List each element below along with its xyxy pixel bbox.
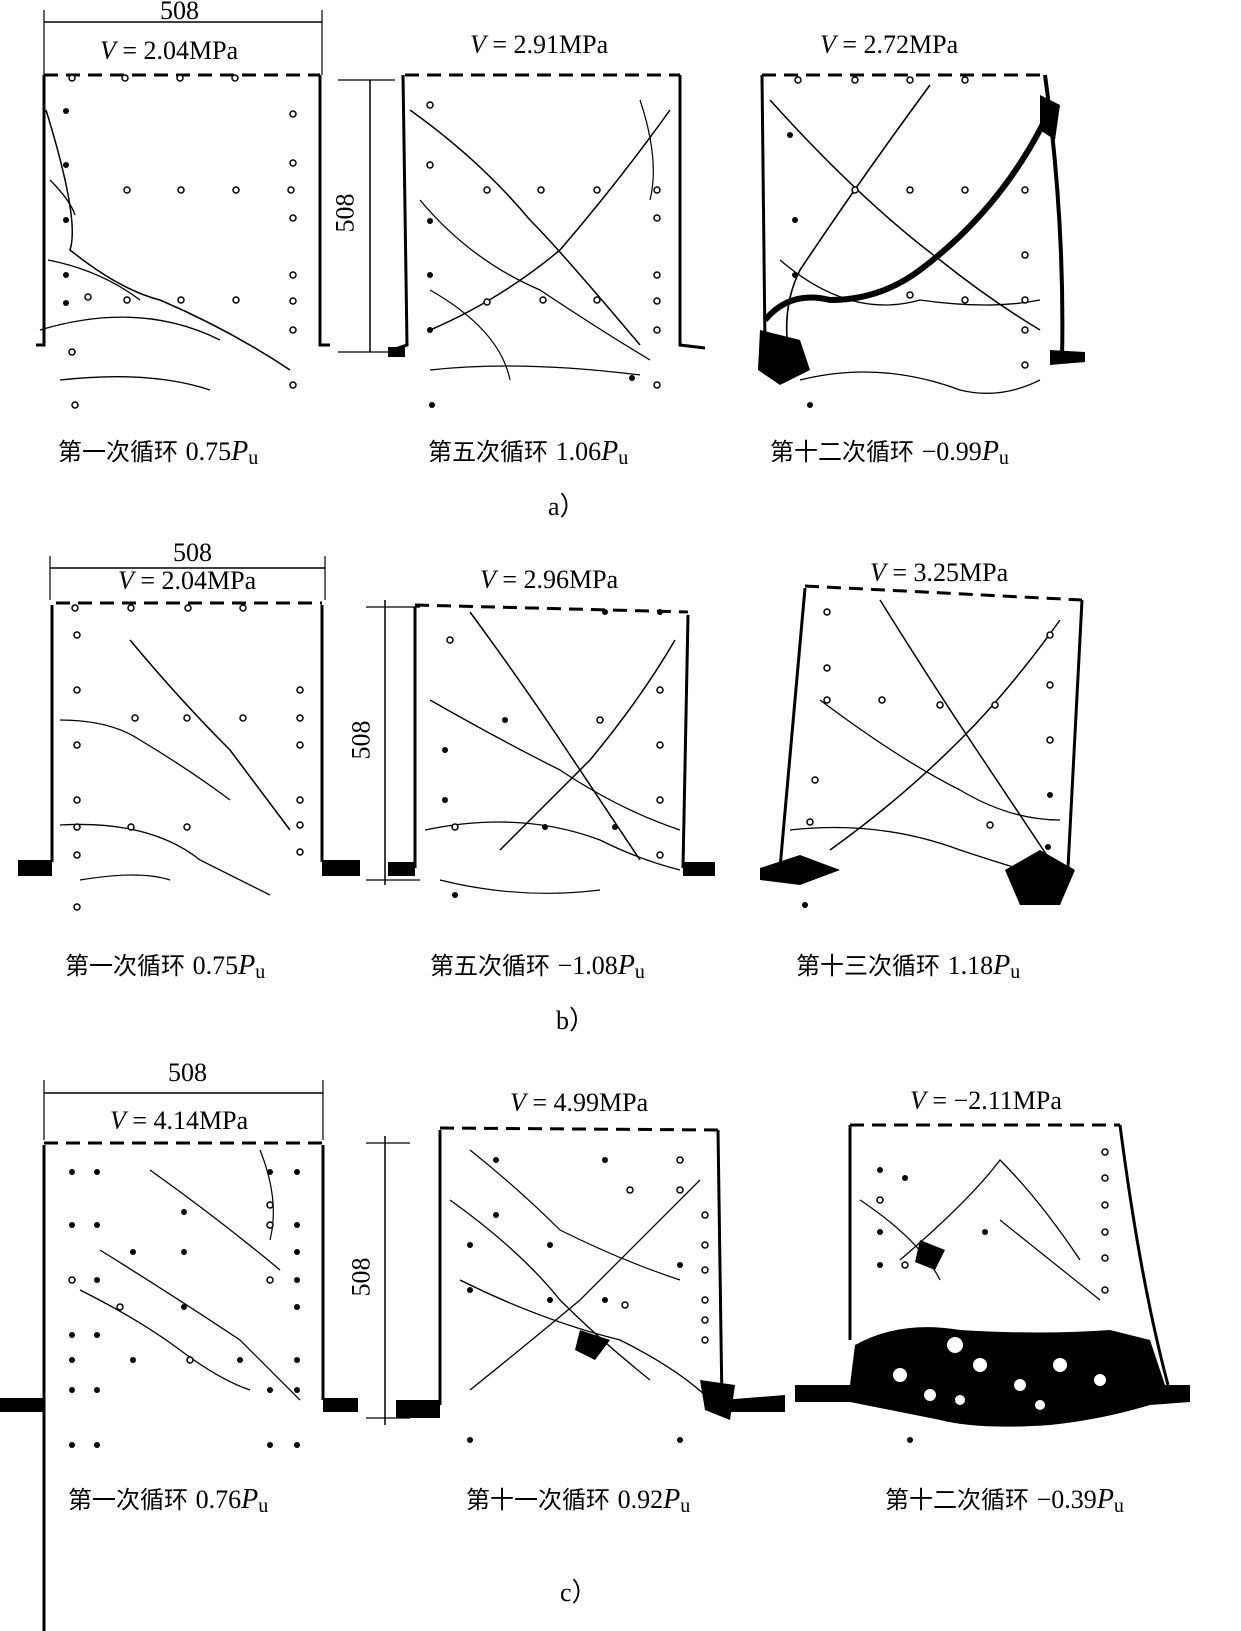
cycle-caption: 第一次循环 0.75Pu — [58, 436, 259, 469]
cycle-caption: 第十一次循环 0.92Pu — [466, 1484, 691, 1517]
shear-stress-label: V = 2.04MPa — [100, 36, 239, 65]
shear-stress-label: V = 4.99MPa — [510, 1088, 649, 1117]
shear-stress-label: V = 3.25MPa — [870, 558, 1009, 587]
shear-stress-label: V = 2.72MPa — [820, 30, 959, 59]
cycle-caption: 第一次循环 0.75Pu — [65, 950, 266, 983]
shear-stress-label: V = 2.91MPa — [470, 30, 609, 59]
shear-stress-label: V = 2.04MPa — [118, 566, 257, 595]
shear-stress-label: V = 2.96MPa — [480, 565, 619, 594]
cycle-caption: 第一次循环 0.76Pu — [68, 1484, 269, 1517]
shear-stress-label: V = −2.11MPa — [910, 1086, 1062, 1115]
cycle-caption: 第十二次循环 −0.39Pu — [885, 1484, 1124, 1517]
cycle-caption: 第十二次循环 −0.99Pu — [770, 436, 1009, 469]
row-label-b: b） — [556, 1006, 596, 1035]
width-dimension: 508 — [168, 1058, 207, 1087]
width-dimension: 508 — [160, 0, 199, 25]
row-label-c: c） — [560, 1578, 598, 1607]
cycle-caption: 第五次循环 −1.08Pu — [430, 950, 645, 983]
cycle-caption: 第十三次循环 1.18Pu — [796, 950, 1021, 983]
row-label-a: a） — [548, 492, 586, 521]
width-dimension: 508 — [173, 538, 212, 567]
cycle-caption: 第五次循环 1.06Pu — [428, 436, 629, 469]
shear-stress-label: V = 4.14MPa — [110, 1106, 249, 1135]
